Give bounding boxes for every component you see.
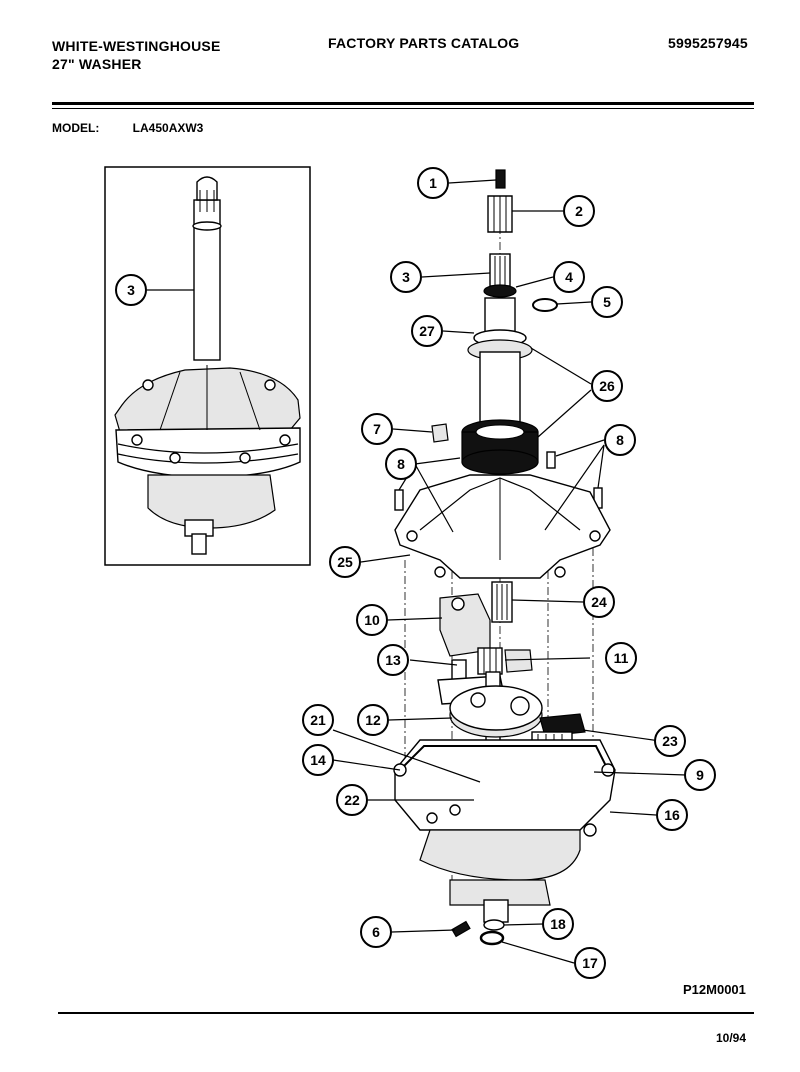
- callout-6-label: 6: [372, 924, 380, 940]
- part-17-washer: [479, 930, 505, 946]
- part-25-housing-cover: [394, 474, 611, 579]
- callout-13: 13: [377, 644, 409, 676]
- callout-12: 12: [357, 704, 389, 736]
- callout-27: 27: [411, 315, 443, 347]
- footer-rule: [58, 1012, 754, 1014]
- callout-1: 1: [417, 167, 449, 199]
- callout-10-label: 10: [364, 612, 380, 628]
- callout-12-label: 12: [365, 712, 381, 728]
- callout-16: 16: [656, 799, 688, 831]
- callout-23: 23: [654, 725, 686, 757]
- header-rule-thick: [52, 102, 754, 105]
- callout-9: 9: [684, 759, 716, 791]
- callout-3-label: 3: [402, 269, 410, 285]
- callout-11: 11: [605, 642, 637, 674]
- inset-shaft-tip: [196, 176, 218, 201]
- callout-8-left-label: 8: [397, 456, 405, 472]
- part-housing-base: [449, 879, 551, 906]
- callout-10: 10: [356, 604, 388, 636]
- catalog-title: FACTORY PARTS CATALOG: [328, 35, 520, 51]
- inset-callout-3: 3: [115, 274, 147, 306]
- callout-2-label: 2: [575, 203, 583, 219]
- callout-26-label: 26: [599, 378, 615, 394]
- callout-22: 22: [336, 784, 368, 816]
- brand-line-1: WHITE-WESTINGHOUSE: [52, 38, 221, 54]
- callout-5-label: 5: [603, 294, 611, 310]
- callout-18: 18: [542, 908, 574, 940]
- part-5-clip: [532, 298, 558, 312]
- callout-14: 14: [302, 744, 334, 776]
- model-label: MODEL:: [52, 121, 100, 135]
- callout-27-label: 27: [419, 323, 435, 339]
- header-rule-thin: [52, 108, 754, 109]
- callout-11-label: 11: [614, 650, 629, 666]
- callout-17-label: 17: [582, 955, 598, 971]
- callout-8-right: 8: [604, 424, 636, 456]
- callout-18-label: 18: [550, 916, 566, 932]
- callout-7: 7: [361, 413, 393, 445]
- callout-2: 2: [563, 195, 595, 227]
- part-4-ring: [483, 284, 517, 298]
- inset-output-shaft: [191, 533, 207, 555]
- callout-25-label: 25: [337, 554, 353, 570]
- brand-line-2: 27" WASHER: [52, 56, 142, 72]
- page-date: 10/94: [716, 1031, 747, 1045]
- part-18-seal: [483, 919, 505, 931]
- part-1-bolt: [495, 169, 506, 189]
- callout-23-label: 23: [662, 733, 678, 749]
- part-14-gasket: [401, 745, 609, 771]
- document-number: 5995257945: [668, 35, 748, 51]
- callout-21: 21: [302, 704, 334, 736]
- callout-8-right-label: 8: [616, 432, 624, 448]
- brand-title: WHITE-WESTINGHOUSE 27" WASHER: [52, 37, 220, 73]
- inset-assembly: 3: [104, 166, 311, 566]
- callout-24: 24: [583, 586, 615, 618]
- callout-1-label: 1: [429, 175, 437, 191]
- callout-4: 4: [553, 261, 585, 293]
- model-value: LA450AXW3: [132, 121, 204, 135]
- part-10-gear-block: [439, 593, 491, 657]
- callout-6: 6: [360, 916, 392, 948]
- callout-9-label: 9: [696, 767, 704, 783]
- part-7-cap: [431, 423, 449, 443]
- callout-5: 5: [591, 286, 623, 318]
- callout-25: 25: [329, 546, 361, 578]
- callout-8-left: 8: [385, 448, 417, 480]
- callout-4-label: 4: [565, 269, 573, 285]
- callout-3: 3: [390, 261, 422, 293]
- inset-callout-label: 3: [127, 282, 135, 298]
- figure-code: P12M0001: [683, 982, 746, 997]
- callout-17: 17: [574, 947, 606, 979]
- callout-7-label: 7: [373, 421, 381, 437]
- part-6-set-screw: [451, 920, 471, 938]
- callout-24-label: 24: [591, 594, 607, 610]
- callout-16-label: 16: [664, 807, 680, 823]
- callout-26: 26: [591, 370, 623, 402]
- callout-21-label: 21: [310, 712, 326, 728]
- callout-13-label: 13: [385, 652, 401, 668]
- callout-14-label: 14: [310, 752, 326, 768]
- part-23-bracket: [539, 713, 586, 737]
- main-assembly: 1 2 3 4 5 27 26 7 8 8 25 10 24 13 11 12 …: [302, 167, 716, 979]
- model-row: MODEL: LA450AXW3: [52, 121, 203, 135]
- callout-22-label: 22: [344, 792, 360, 808]
